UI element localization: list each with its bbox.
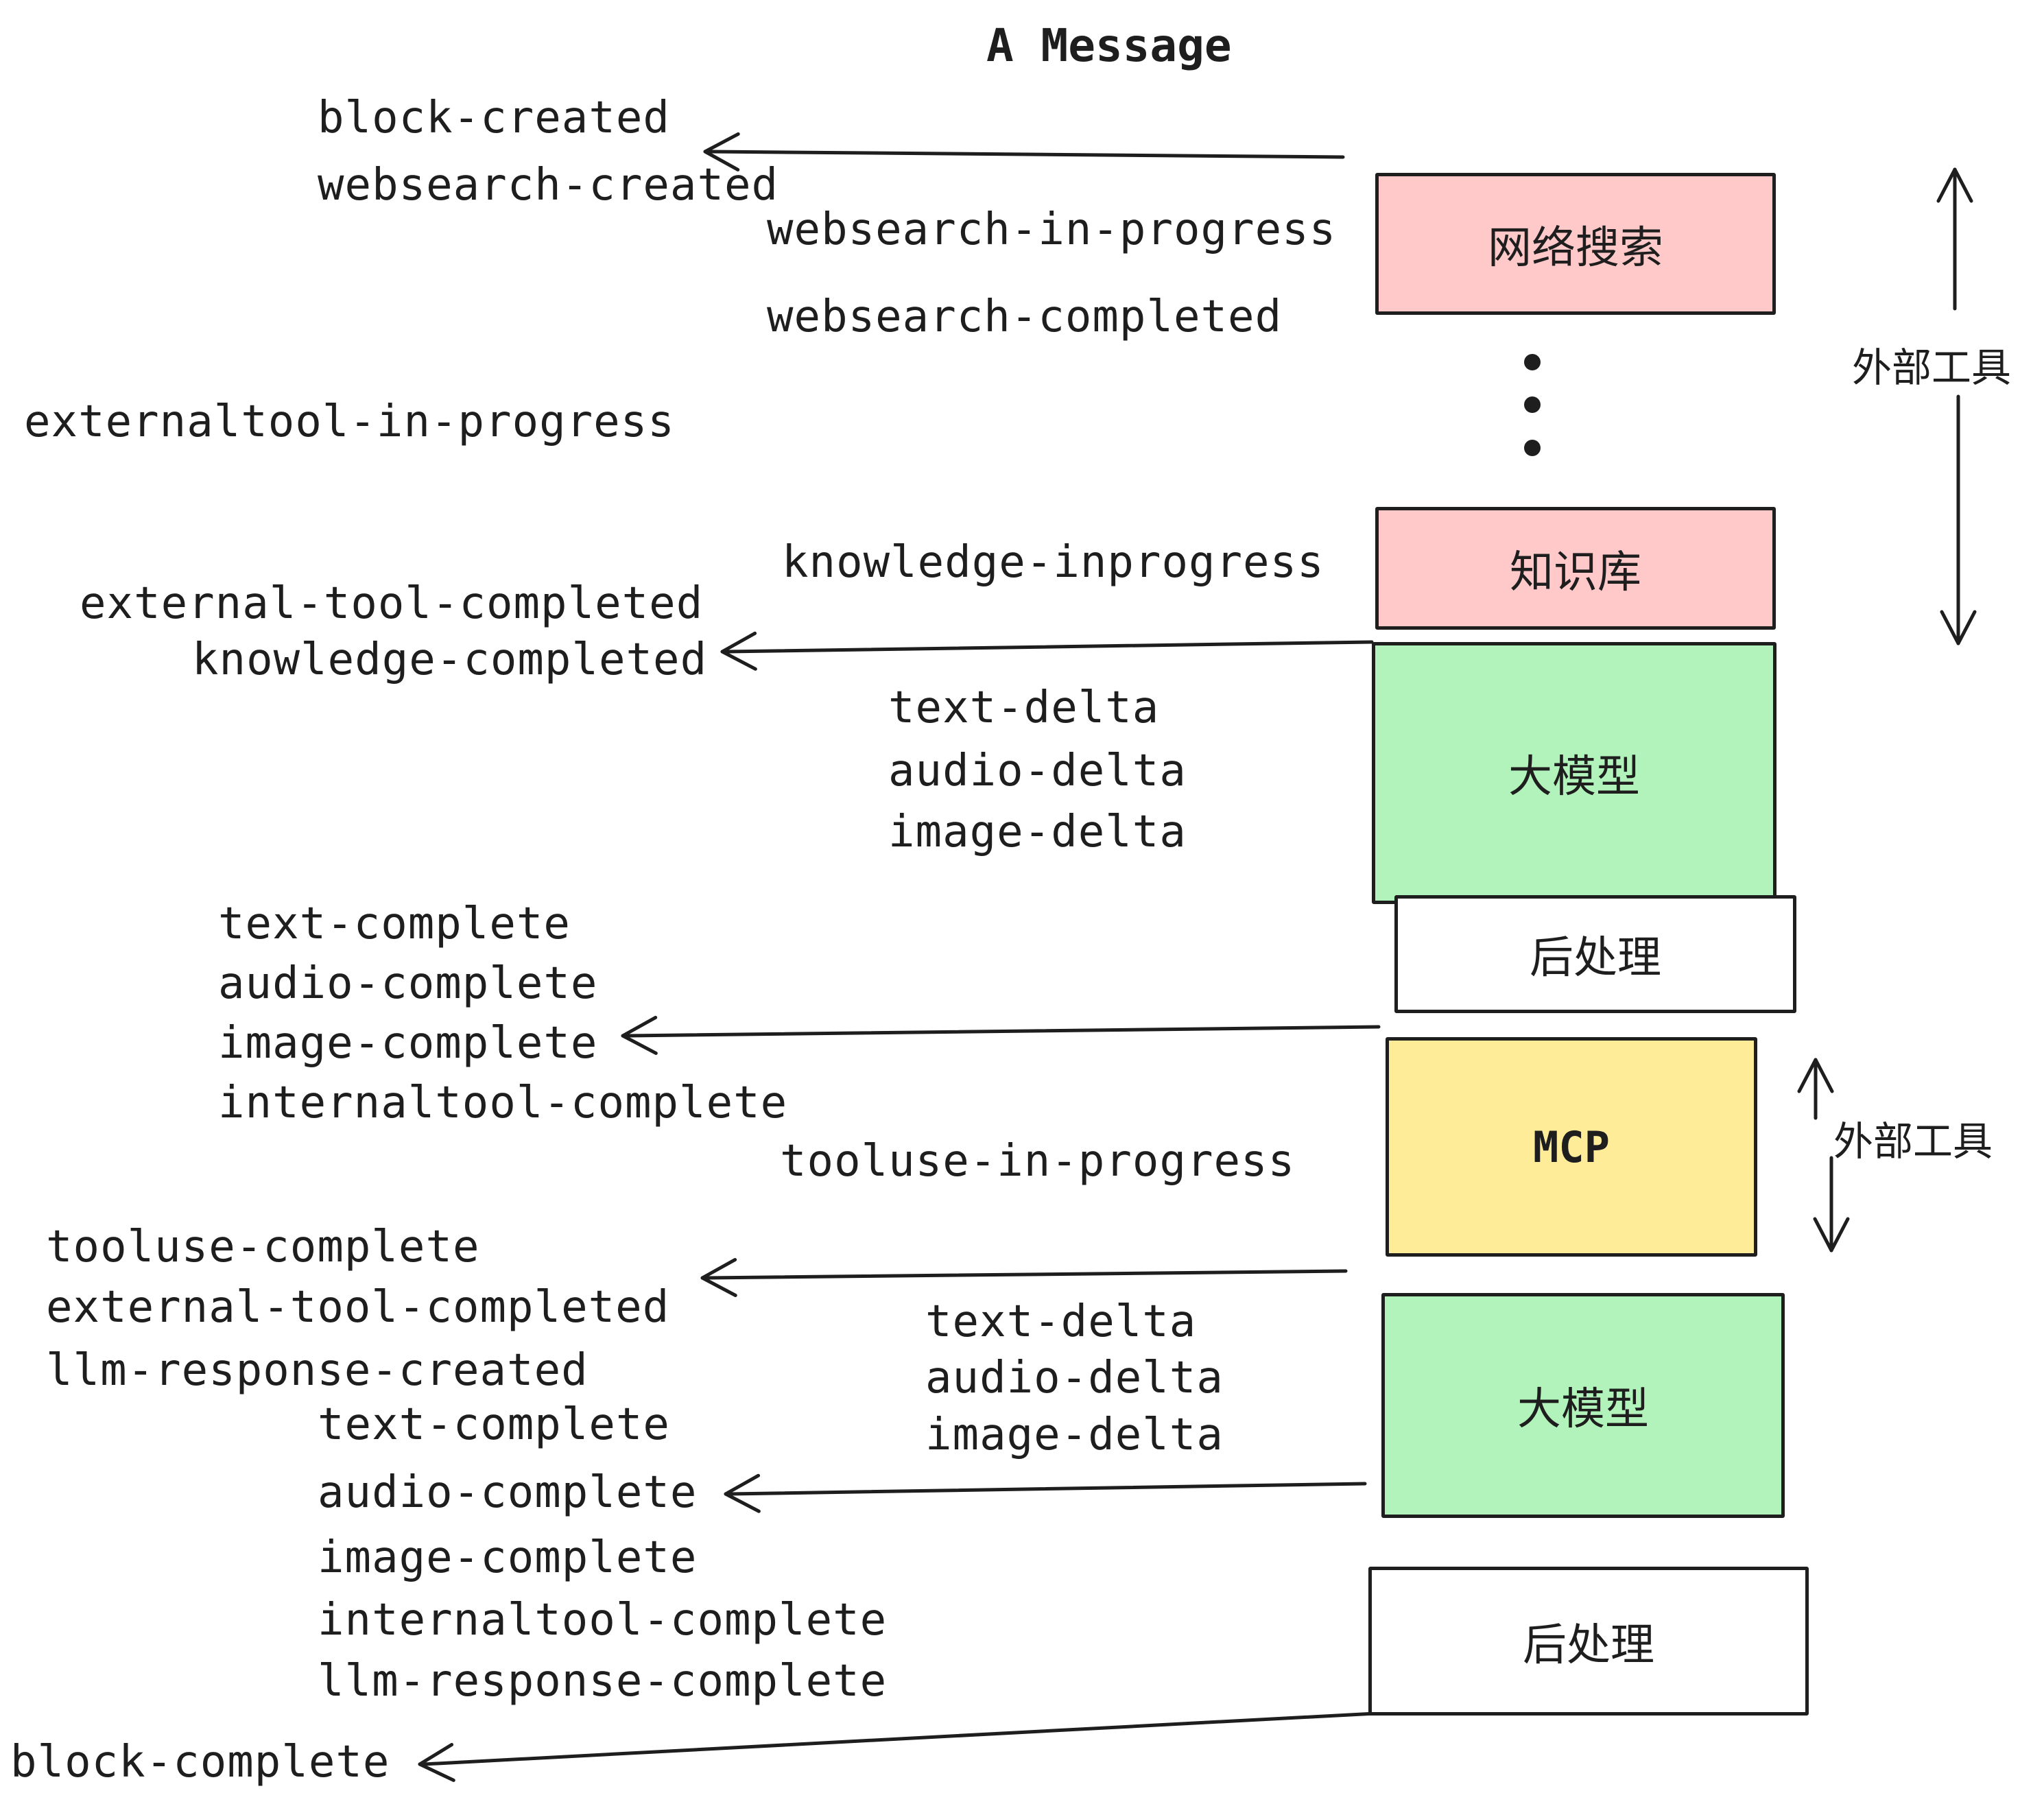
external-tools-up-arrow-2-head — [1814, 1058, 1834, 1093]
arrow-to-tooluse-complete-head — [700, 1276, 737, 1297]
arrow-to-knowledge-completed-head — [720, 631, 757, 654]
llm-box-1-label: 大模型 — [1508, 752, 1640, 801]
event-label-text-complete-2: text-complete — [318, 1399, 670, 1450]
arrow-to-audio-complete-head — [724, 1492, 761, 1513]
external-tools-label-1: 外部工具 — [1852, 346, 2012, 390]
arrow-to-image-complete-head — [621, 1015, 658, 1038]
event-label-tooluse-complete: tooluse-complete — [46, 1222, 480, 1272]
arrow-to-audio-complete-head — [724, 1473, 761, 1496]
event-label-websearch-created: websearch-created — [318, 160, 779, 211]
event-label-audio-delta-2: audio-delta — [925, 1353, 1224, 1403]
websearch-box: 网络搜索 — [1375, 173, 1776, 315]
event-label-text-delta-1: text-delta — [888, 683, 1160, 733]
llm-box-1: 大模型 — [1372, 642, 1776, 904]
event-label-text-complete-1: text-complete — [218, 899, 571, 949]
external-tools-down-arrow-2-head — [1813, 1217, 1833, 1253]
external-tools-label-2: 外部工具 — [1833, 1119, 1993, 1164]
websearch-box-label: 网络搜索 — [1488, 222, 1663, 272]
external-tools-up-arrow-1-head — [1953, 167, 1973, 203]
post-process-box-1: 后处理 — [1394, 895, 1796, 1013]
event-label-tooluse-in-progress: tooluse-in-progress — [780, 1136, 1296, 1187]
arrow-to-block-complete-head — [418, 1762, 455, 1782]
event-label-websearch-in-progress: websearch-in-progress — [767, 204, 1337, 255]
event-label-image-complete-2: image-complete — [318, 1532, 698, 1583]
post-process-box-2: 后处理 — [1368, 1567, 1809, 1716]
diagram-title: A Message — [986, 19, 1232, 72]
event-label-block-created: block-created — [318, 93, 670, 143]
ellipsis-dot — [1524, 396, 1541, 413]
event-label-audio-complete-1: audio-complete — [218, 958, 598, 1009]
post-process-box-1-label: 后处理 — [1530, 933, 1661, 982]
knowledge-box: 知识库 — [1375, 507, 1776, 630]
arrow-to-block-created-head — [703, 150, 740, 171]
arrow-to-image-complete-head — [621, 1034, 658, 1055]
llm-box-2-label: 大模型 — [1517, 1384, 1649, 1434]
event-label-image-delta-1: image-delta — [888, 807, 1187, 857]
event-label-internaltool-complete-1: internaltool-complete — [218, 1078, 788, 1128]
external-tools-up-arrow-1-head — [1936, 167, 1957, 203]
ellipsis-dot — [1524, 440, 1541, 456]
event-label-audio-delta-1: audio-delta — [888, 746, 1187, 796]
event-label-text-delta-2: text-delta — [925, 1296, 1197, 1347]
event-label-websearch-completed: websearch-completed — [767, 292, 1283, 342]
arrow-to-knowledge-completed-head — [720, 650, 757, 671]
event-label-block-complete: block-complete — [10, 1737, 390, 1788]
event-label-knowledge-completed: knowledge-completed — [192, 634, 708, 685]
arrow-to-knowledge-completed-line — [724, 640, 1374, 654]
external-tools-up-arrow-2-head — [1797, 1058, 1818, 1093]
arrow-to-block-created-head — [703, 132, 740, 154]
arrow-to-block-complete-head — [418, 1742, 454, 1766]
arrow-to-tooluse-complete-head — [700, 1257, 737, 1280]
event-label-external-tool-completed-2: external-tool-completed — [46, 1282, 670, 1333]
event-label-internaltool-complete-2: internaltool-complete — [318, 1595, 888, 1646]
llm-box-2: 大模型 — [1381, 1293, 1785, 1518]
arrow-to-block-complete-line — [422, 1711, 1377, 1766]
event-label-llm-response-created: llm-response-created — [46, 1345, 589, 1396]
event-label-knowledge-inprogress: knowledge-inprogress — [782, 537, 1324, 588]
event-label-image-complete-1: image-complete — [218, 1018, 598, 1069]
arrow-to-audio-complete-line — [728, 1482, 1367, 1496]
external-tools-down-arrow-1-head — [1940, 610, 1960, 645]
knowledge-box-label: 知识库 — [1510, 547, 1641, 597]
event-label-external-tool-completed-1: external-tool-completed — [80, 578, 704, 629]
external-tools-down-arrow-1-head — [1956, 610, 1977, 645]
event-label-image-delta-2: image-delta — [925, 1410, 1224, 1460]
arrow-to-image-complete-line — [625, 1025, 1381, 1038]
external-tools-down-arrow-2-head — [1829, 1217, 1850, 1253]
arrow-to-tooluse-complete-line — [704, 1269, 1348, 1280]
event-label-llm-response-complete: llm-response-complete — [318, 1656, 888, 1707]
arrow-to-block-created-line — [707, 150, 1345, 159]
event-label-externaltool-in-progress: externaltool-in-progress — [24, 396, 675, 447]
mcp-box-label: MCP — [1533, 1121, 1610, 1172]
ellipsis-dot — [1524, 354, 1541, 370]
event-label-audio-complete-2: audio-complete — [318, 1467, 698, 1518]
post-process-box-2-label: 后处理 — [1523, 1619, 1654, 1670]
mcp-box: MCP — [1386, 1037, 1757, 1257]
